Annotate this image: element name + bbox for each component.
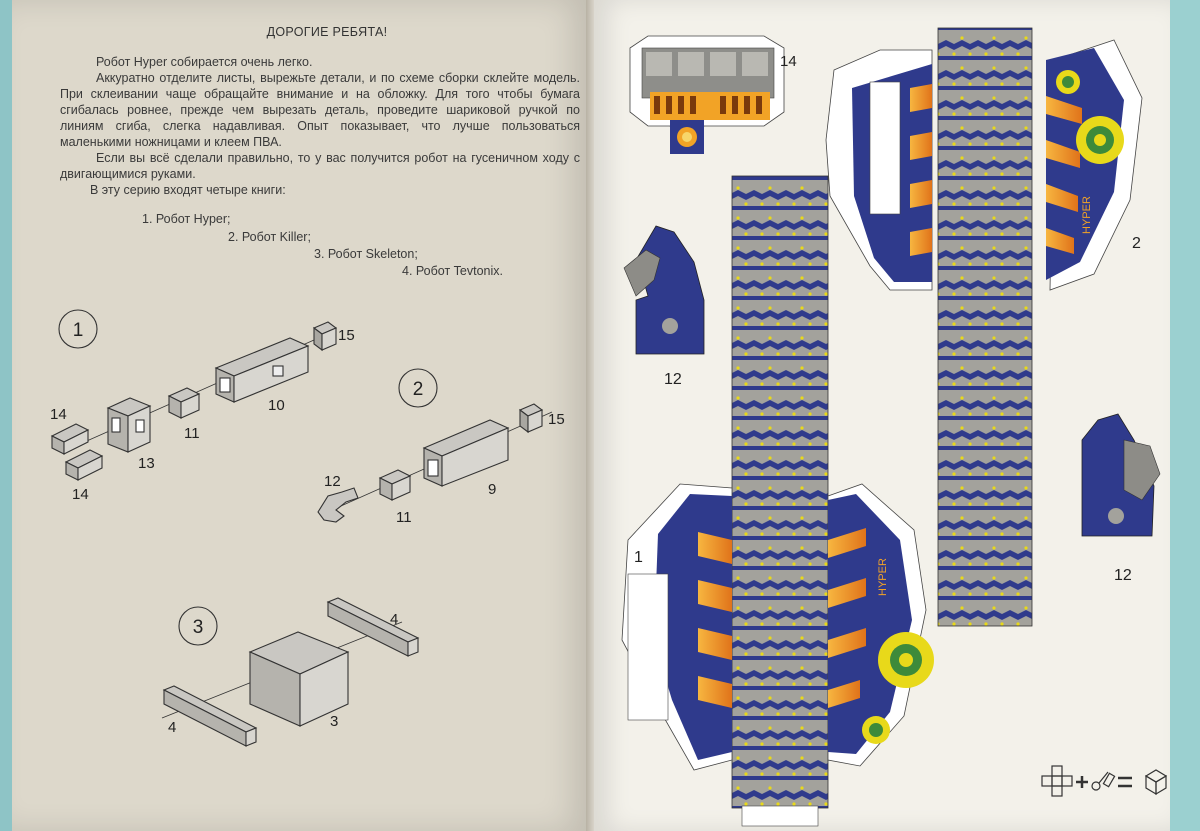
cutout-sheet: 14 12 HYPER 2 (621, 27, 1168, 827)
part-12-right-cutout: 12 (1081, 413, 1161, 584)
brand-text: HYPER (1081, 196, 1093, 234)
part-1-cutout: HYPER 1 (621, 483, 934, 771)
equals-icon (1118, 776, 1132, 788)
paragraph-2: Аккуратно отделите листы, вырежьте детал… (60, 71, 580, 149)
track-strip-long (731, 175, 829, 827)
book-item-3: 3. Робот Skeleton; (314, 247, 418, 261)
part-label: 9 (488, 481, 496, 498)
book-item-2: 2. Робот Killer; (228, 230, 311, 244)
part-label: 13 (138, 455, 155, 472)
part-label: 12 (324, 473, 341, 490)
step-2-diagram: 2 15 9 11 12 (317, 368, 565, 526)
book-item-4: 4. Робот Tevtonix. (402, 264, 504, 278)
cube-icon (1144, 769, 1168, 796)
part-label: 15 (548, 411, 565, 428)
part-label: 3 (330, 713, 338, 730)
paragraph-3: Если вы всё сделали правильно, то у вас … (60, 151, 580, 181)
step-1-diagram: 1 15 10 11 (50, 309, 355, 503)
series-intro: В эту серию входят четыре книги: (90, 183, 286, 197)
part-1-label: 1 (634, 549, 643, 566)
part-12-left-cutout: 12 (623, 225, 705, 388)
scissors-glue-icon (1091, 771, 1116, 791)
part-label: 4 (168, 719, 176, 736)
step-3-number: 3 (193, 617, 204, 638)
part-label: 11 (184, 425, 200, 442)
left-page: ДОРОГИЕ РЕБЯТА! Робот Hyper собирается о… (12, 0, 590, 831)
instructions-text: Робот Hyper собирается очень легко. Акку… (60, 54, 580, 198)
net-icon (1041, 765, 1073, 797)
step-1-number: 1 (73, 320, 84, 341)
part-12-label: 12 (1114, 567, 1132, 584)
brand-text: HYPER (877, 558, 889, 596)
part-2-label: 2 (1132, 235, 1141, 252)
part-label: 14 (72, 486, 89, 503)
book-item-1: 1. Робот Hyper; (142, 212, 231, 226)
part-label: 4 (390, 611, 398, 628)
part-14-label: 14 (780, 53, 797, 70)
page-heading: ДОРОГИЕ РЕБЯТА! (266, 25, 388, 39)
part-14-cutout: 14 (629, 35, 797, 154)
assembly-legend (1041, 765, 1168, 797)
step-3-diagram: 3 4 3 4 (161, 597, 420, 747)
part-label: 10 (268, 397, 285, 414)
assembly-diagram: 1 15 10 11 (50, 309, 565, 747)
part-label: 11 (396, 509, 412, 526)
part-12-label: 12 (664, 371, 682, 388)
part-2-cutout: HYPER 2 (825, 27, 1143, 627)
part-label: 14 (50, 406, 67, 423)
plus-icon (1076, 776, 1088, 788)
step-2-number: 2 (413, 379, 424, 400)
part-label: 15 (338, 327, 355, 344)
paragraph-1: Робот Hyper собирается очень легко. (96, 55, 313, 69)
